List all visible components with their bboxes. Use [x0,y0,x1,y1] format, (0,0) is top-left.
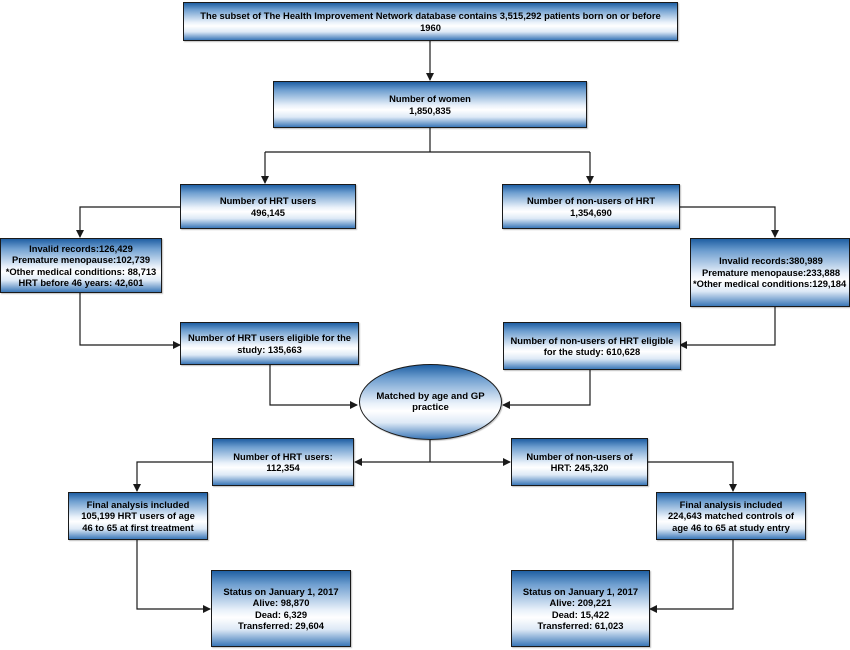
status-hrt-dead: Dead: 6,329 [254,608,308,620]
final-hrt-box: Final analysis included 105,199 HRT user… [68,492,208,540]
hrt-exclusion-early-hrt: HRT before 46 years: 42,601 [18,277,144,288]
matched-non-label: Number of non-users of [526,450,633,462]
non-users-box: Number of non-users of HRT 1,354,690 [502,184,680,229]
arrow-matched-hrt-to-final [133,461,212,492]
status-hrt-box: Status on January 1, 2017 Alive: 98,870 … [211,570,351,647]
final-non-line-3: age 46 to 65 at study entry [672,521,790,533]
hrt-exclusion-invalid: Invalid records:126,429 [29,242,133,254]
final-hrt-line-1: Final analysis included [86,498,190,510]
women-box: Number of women 1,850,835 [273,81,587,128]
arrow-women-split [265,128,590,153]
final-non-line-1: Final analysis included [679,498,783,510]
status-hrt-transferred: Transferred: 29,604 [238,620,324,631]
final-hrt-line-2: 105,199 HRT users of age [81,510,195,522]
final-non-users-box: Final analysis included 224,643 matched … [656,492,806,540]
women-count: 1,850,835 [409,104,451,116]
database-text-line-2: 1960 [420,21,441,33]
hrt-users-count: 496,145 [251,206,285,218]
database-text-line-1: The subset of The Health Improvement Net… [200,10,661,21]
arrow-final-non-to-status [649,540,734,613]
non-exclusion-other: *Other medical conditions:129,184 [693,278,847,290]
arrow-final-hrt-to-status [136,540,211,613]
non-exclusion-premature: Premature menopause:233,888 [701,266,841,278]
women-label: Number of women [389,93,471,104]
arrow-eligible-hrt-to-match [269,365,358,409]
eligible-hrt-box: Number of HRT users eligible for the stu… [180,322,359,365]
status-non-users-box: Status on January 1, 2017 Alive: 209,221… [511,570,650,647]
non-users-exclusions-box: Invalid records:380,989 Premature menopa… [690,238,850,307]
database-box: The subset of The Health Improvement Net… [183,2,678,41]
matching-ellipse: Matched by age and GP practice [359,364,502,440]
status-non-dead: Dead: 15,422 [551,608,610,620]
non-users-label: Number of non-users of HRT [526,195,656,206]
arrow-matched-non-to-final [648,461,737,492]
eligible-non-line-2: for the study: 610,628 [543,346,641,357]
arrow-hrt-to-exclusions [76,206,180,238]
arrow-exclusions-to-eligible-non [679,307,776,349]
non-users-count: 1,354,690 [570,206,612,218]
matched-non-count: HRT: 245,320 [550,462,609,473]
matched-hrt-label: Number of HRT users: [233,450,333,462]
arrow-exclusions-to-eligible-hrt [79,292,181,349]
eligible-hrt-line-1: Number of HRT users eligible for the [187,332,352,343]
matched-non-users-box: Number of non-users of HRT: 245,320 [511,438,648,486]
status-non-alive: Alive: 209,221 [549,597,612,608]
status-hrt-alive: Alive: 98,870 [252,597,310,608]
arrow-eligible-non-to-match [502,370,591,409]
hrt-users-label: Number of HRT users [219,195,317,206]
hrt-users-box: Number of HRT users 496,145 [180,184,356,229]
matched-hrt-count: 112,354 [266,462,300,473]
matching-line-1: Matched by age and GP [376,390,485,402]
status-non-title: Status on January 1, 2017 [522,585,639,597]
eligible-non-line-1: Number of non-users of HRT eligible [510,334,674,346]
status-hrt-title: Status on January 1, 2017 [223,585,339,597]
status-non-transferred: Transferred: 61,023 [537,620,624,631]
final-non-line-2: 224,643 matched controls of [667,510,795,522]
hrt-exclusion-other: *Other medical conditions: 88,713 [5,265,157,277]
eligible-non-users-box: Number of non-users of HRT eligible for … [503,322,681,370]
matching-line-2: practice [412,402,449,413]
final-hrt-line-3: 46 to 65 at first treatment [82,521,194,533]
arrow-non-to-exclusions [680,206,779,238]
matched-hrt-box: Number of HRT users: 112,354 [212,438,354,486]
non-exclusion-invalid: Invalid records:380,989 [719,255,823,267]
hrt-exclusion-premature: Premature menopause:102,739 [11,254,151,265]
hrt-exclusions-box: Invalid records:126,429 Premature menopa… [0,238,162,293]
eligible-hrt-line-2: study: 135,663 [237,343,302,355]
